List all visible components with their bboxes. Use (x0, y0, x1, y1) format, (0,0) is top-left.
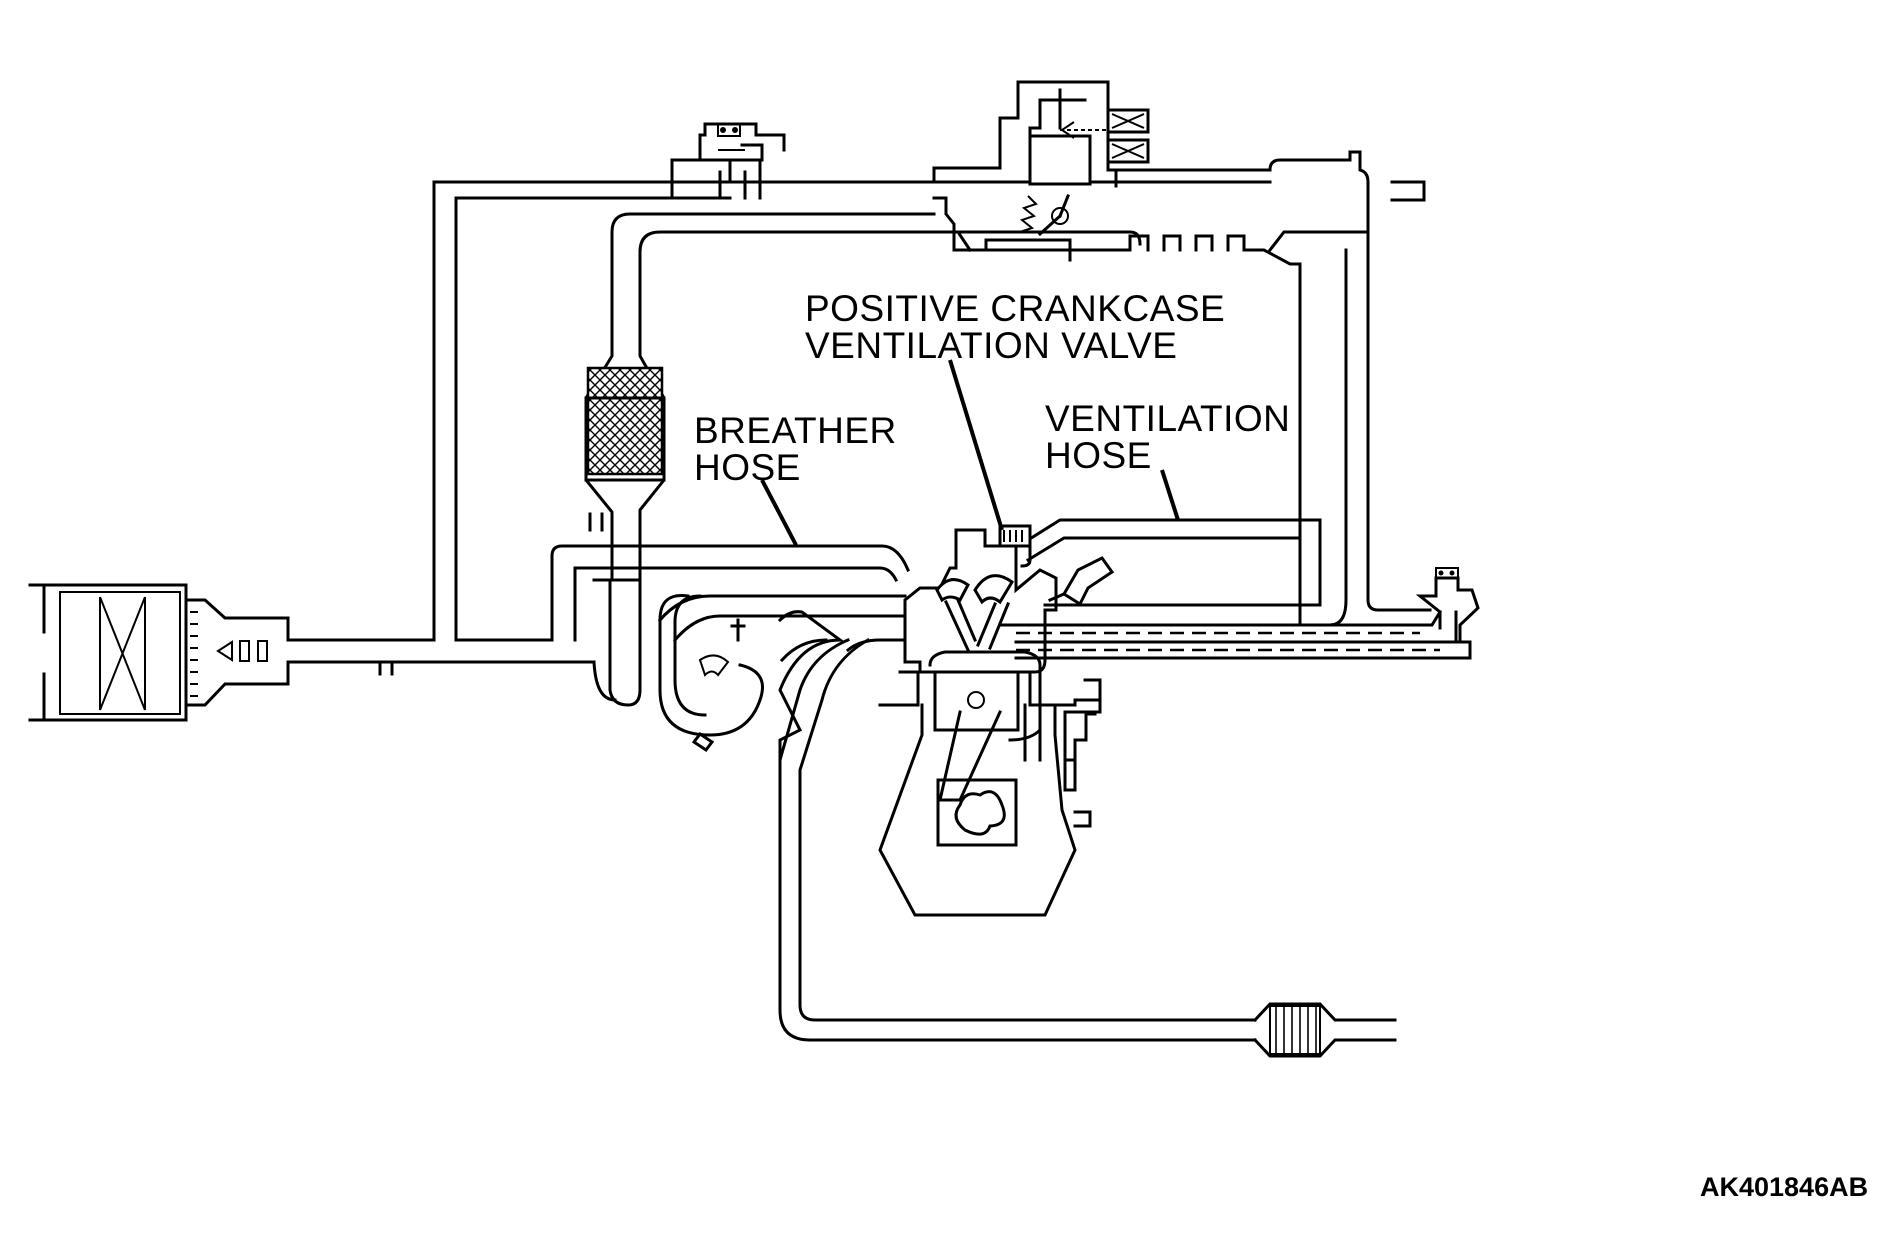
ventilation-hose-label: VENTILATION HOSE (1045, 400, 1290, 474)
leader-lines (760, 359, 1180, 546)
figure-code: AK401846AB (1700, 1172, 1869, 1202)
breather-hose-lower (657, 594, 907, 1007)
turbocharger (592, 578, 764, 753)
pcv-valve (998, 524, 1032, 568)
breather-hose-label: BREATHER HOSE (694, 412, 897, 486)
boost-sensor (670, 122, 786, 200)
intercooler (584, 212, 936, 582)
breather-hose-label-line-1: BREATHER (694, 410, 897, 451)
ventilation-hose-label-line-2: HOSE (1045, 435, 1152, 476)
ventilation-hose-label-line-1: VENTILATION (1045, 398, 1291, 439)
air-cleaner (28, 583, 290, 722)
pcv-valve-label-line-2: VENTILATION VALVE (805, 325, 1178, 366)
pcv-valve-label: POSITIVE CRANKCASE VENTILATION VALVE (805, 290, 1225, 364)
fuel-rail (1014, 567, 1480, 660)
air-intake-pipe (286, 180, 1272, 676)
breather-hose-label-line-2: HOSE (694, 447, 801, 488)
pcv-valve-label-line-1: POSITIVE CRANKCASE (805, 288, 1226, 329)
ventilation-hose (1014, 518, 1322, 607)
engine-block (878, 528, 1115, 917)
exhaust-pipe (778, 637, 1397, 1058)
breather-hose-line (550, 512, 910, 642)
intake-manifold (932, 230, 1370, 627)
